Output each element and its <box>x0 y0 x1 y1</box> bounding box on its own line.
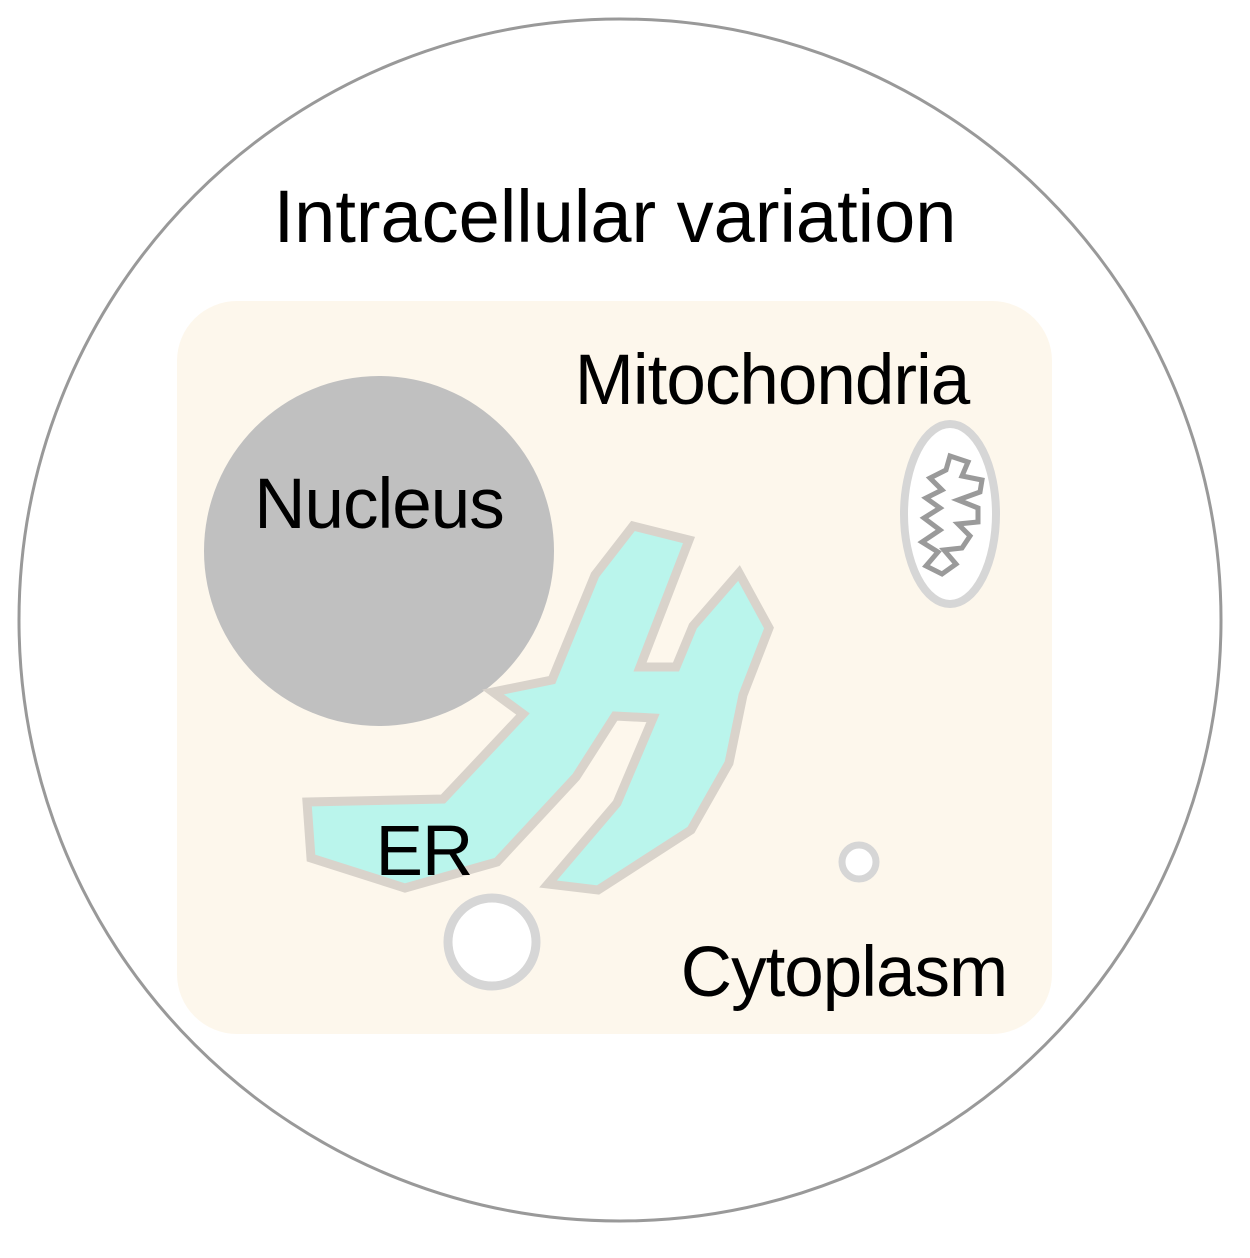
large-vesicle <box>443 893 541 991</box>
small-vesicle <box>838 841 880 883</box>
er-shape <box>302 520 774 895</box>
mitochondrion-shape <box>900 420 1000 608</box>
nucleus-shape <box>204 376 554 726</box>
mitochondria-label: Mitochondria <box>575 341 971 420</box>
nucleus-label: Nucleus <box>254 465 504 544</box>
diagram-title: Intracellular variation <box>274 175 957 258</box>
mitochondrion-cristae <box>917 452 985 577</box>
cytoplasm-label: Cytoplasm <box>681 933 1007 1012</box>
er-label: ER <box>376 812 473 891</box>
